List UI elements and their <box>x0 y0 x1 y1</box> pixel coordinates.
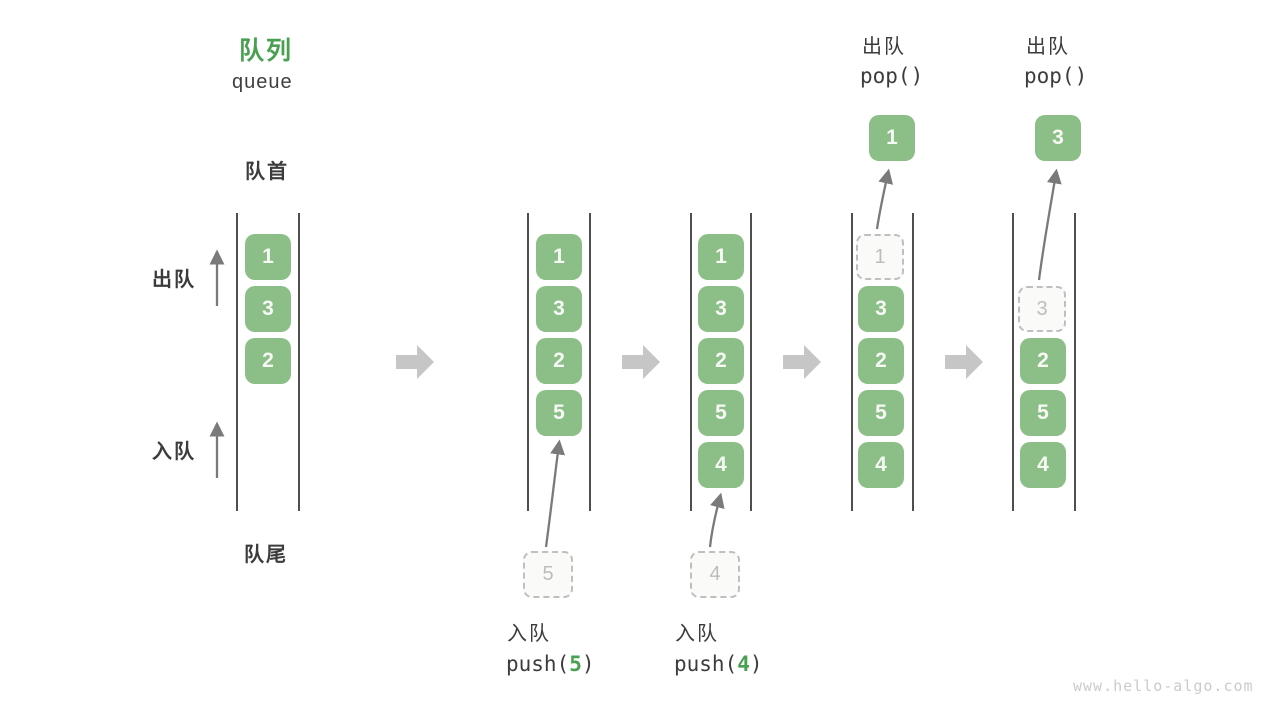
queue-item: 2 <box>245 338 291 384</box>
queue-item: 3 <box>858 286 904 332</box>
push-fn-suffix: ) <box>749 652 763 676</box>
dequeued-slot-ghost: 1 <box>856 234 904 280</box>
queue-item: 5 <box>858 390 904 436</box>
pop-fn-label: pop() <box>1024 64 1088 88</box>
queue-wall <box>527 213 529 511</box>
push-fn-arg: 4 <box>737 652 750 676</box>
queue-item: 3 <box>245 286 291 332</box>
queue-rear-label: 队尾 <box>244 544 288 566</box>
queue-item: 5 <box>536 390 582 436</box>
popped-item: 3 <box>1035 115 1081 161</box>
diagram-subtitle: queue <box>232 71 293 93</box>
pop-arrow-icon <box>1037 168 1062 281</box>
queue-wall <box>690 213 692 511</box>
queue-item: 2 <box>858 338 904 384</box>
queue-front-label: 队首 <box>245 161 289 183</box>
push-arrow-icon <box>544 439 566 548</box>
push-arrow-icon <box>708 492 725 548</box>
queue-wall <box>589 213 591 511</box>
enqueue-op-label: 入队 <box>507 623 551 645</box>
dequeue-op-label: 出队 <box>1026 36 1070 58</box>
queue-wall <box>298 213 300 511</box>
queue-wall <box>1012 213 1014 511</box>
push-fn-label: push(4) <box>674 652 763 676</box>
queue-item: 4 <box>1020 442 1066 488</box>
incoming-item-ghost: 4 <box>690 551 740 598</box>
enqueue-side-label: 入队 <box>152 441 196 463</box>
dequeue-side-label: 出队 <box>152 269 196 291</box>
queue-item: 1 <box>245 234 291 280</box>
step-arrow-icon <box>396 345 434 379</box>
queue-item: 5 <box>1020 390 1066 436</box>
popped-item: 1 <box>869 115 915 161</box>
push-fn-arg: 5 <box>569 652 582 676</box>
diagram-title: 队列 <box>239 37 294 65</box>
queue-item: 3 <box>536 286 582 332</box>
push-fn-prefix: push( <box>674 652 738 676</box>
push-fn-label: push(5) <box>506 652 595 676</box>
queue-wall <box>1074 213 1076 511</box>
pop-arrow-icon <box>875 168 894 230</box>
step-arrow-icon <box>783 345 821 379</box>
queue-wall <box>750 213 752 511</box>
incoming-item-ghost: 5 <box>523 551 573 598</box>
dequeue-op-label: 出队 <box>862 36 906 58</box>
push-fn-suffix: ) <box>581 652 595 676</box>
queue-item: 5 <box>698 390 744 436</box>
queue-item: 1 <box>698 234 744 280</box>
queue-item: 1 <box>536 234 582 280</box>
queue-wall <box>912 213 914 511</box>
queue-item: 2 <box>698 338 744 384</box>
step-arrow-icon <box>622 345 660 379</box>
queue-item: 4 <box>698 442 744 488</box>
push-fn-prefix: push( <box>506 652 570 676</box>
queue-item: 4 <box>858 442 904 488</box>
queue-wall <box>236 213 238 511</box>
queue-item: 2 <box>1020 338 1066 384</box>
enqueue-op-label: 入队 <box>675 623 719 645</box>
watermark: www.hello-algo.com <box>1073 677 1254 695</box>
queue-item: 2 <box>536 338 582 384</box>
step-arrow-icon <box>945 345 983 379</box>
dequeued-slot-ghost: 3 <box>1018 286 1066 332</box>
queue-wall <box>851 213 853 511</box>
queue-item: 3 <box>698 286 744 332</box>
pop-fn-label: pop() <box>860 64 924 88</box>
